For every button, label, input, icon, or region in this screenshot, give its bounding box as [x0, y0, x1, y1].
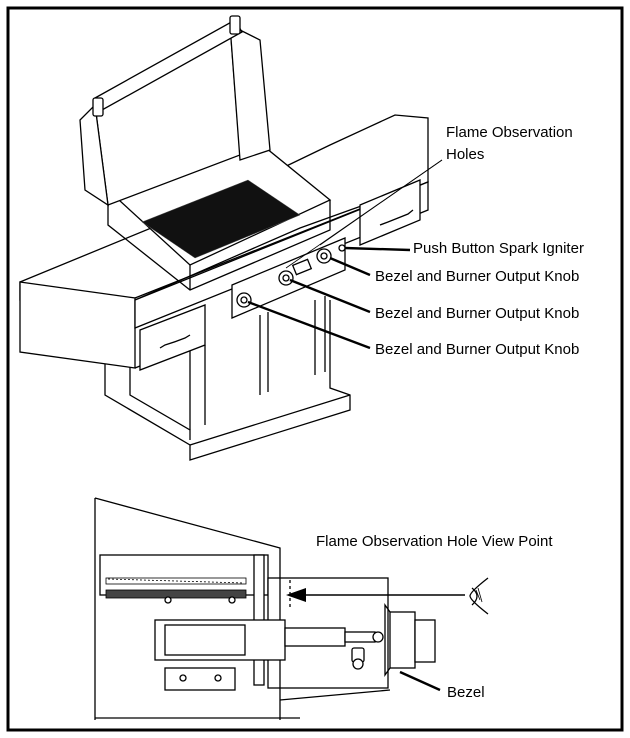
top-leader-lines — [247, 159, 443, 350]
bezel-leader-line — [399, 670, 441, 692]
cross-section-illustration — [94, 497, 436, 720]
label-knob-1: Bezel and Burner Output Knob — [375, 268, 579, 285]
label-view-point: Flame Observation Hole View Point — [316, 533, 553, 550]
eye-icon — [469, 577, 489, 615]
label-igniter: Push Button Spark Igniter — [413, 240, 584, 257]
view-arrow — [286, 588, 465, 602]
label-flame-holes-line1: Flame Observation — [446, 124, 573, 141]
label-flame-holes-line2: Holes — [446, 146, 484, 163]
label-knob-3: Bezel and Burner Output Knob — [375, 341, 579, 358]
label-knob-2: Bezel and Burner Output Knob — [375, 305, 579, 322]
label-bezel: Bezel — [447, 684, 485, 701]
grill-illustration — [19, 15, 429, 461]
figure-border — [6, 6, 624, 732]
